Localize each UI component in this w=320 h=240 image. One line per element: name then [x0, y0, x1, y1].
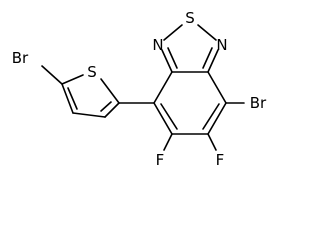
bond-thio-s-c5	[61, 74, 84, 85]
bond-c5-f	[163, 133, 173, 151]
atom-f-right: F	[216, 151, 225, 169]
atom-br-thiophene: Br	[12, 49, 29, 67]
bond-thio-c4-c3	[72, 112, 106, 118]
bond-c7-c6-inner	[202, 103, 220, 130]
bond-n-right-c-double	[202, 47, 213, 69]
atom-s-thiadiazole: S	[185, 9, 195, 27]
bond-thio-c2-s	[100, 78, 120, 104]
bond-s-n-left	[163, 24, 183, 41]
atom-labels: Br S S N N Br F F	[12, 9, 267, 169]
bond-thio-c5-c4	[61, 83, 74, 114]
molecule-structure: Br S S N N Br F F	[12, 9, 267, 169]
atom-n-left: N	[152, 36, 163, 54]
bond-c4-c3a	[153, 71, 173, 104]
bond-c6-f	[207, 133, 217, 151]
bond-thio-c3-c2-inner	[100, 101, 112, 112]
bond-c5-c4	[153, 102, 173, 135]
bond-n-right-c	[207, 49, 219, 73]
bond-thio-c5-c4-inner	[67, 87, 78, 110]
bond-s-n-right	[197, 24, 217, 41]
atom-n-right: N	[216, 36, 227, 54]
bond-thio-c3-c2	[104, 102, 120, 118]
bond-c7a-c7	[207, 71, 227, 104]
bond-c5-c4-inner	[160, 103, 178, 130]
bond-n-left-c-double	[167, 47, 178, 69]
bond-c7-c6	[207, 102, 227, 135]
atom-br-benzo: Br	[250, 94, 267, 112]
atom-s-thiophene: S	[87, 63, 97, 81]
atom-f-left: F	[156, 151, 165, 169]
bonds	[41, 24, 245, 151]
bond-n-left-c	[161, 49, 173, 73]
bond-thio-br	[41, 65, 63, 85]
